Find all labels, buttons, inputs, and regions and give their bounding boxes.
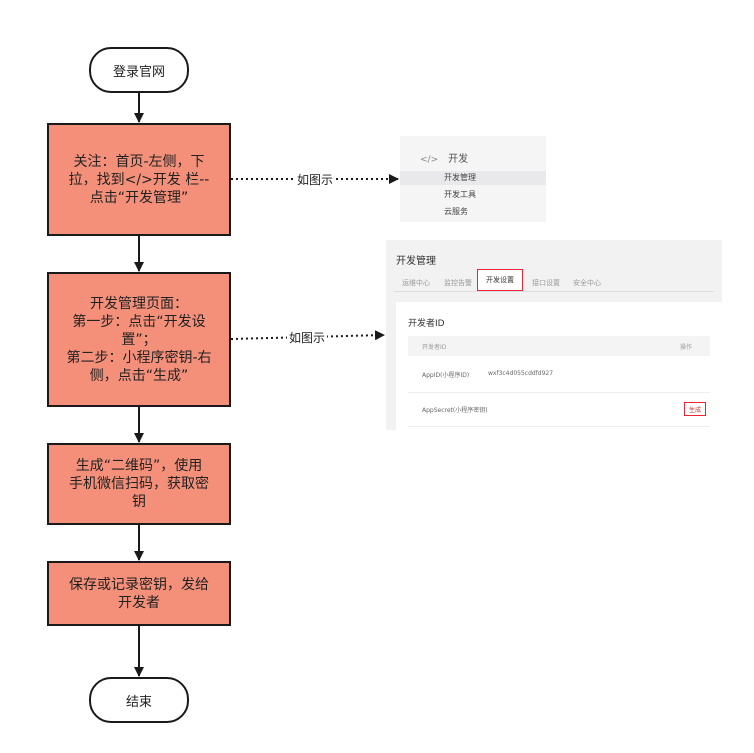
menu-item-cloud-service[interactable]: 云服务 xyxy=(444,207,468,216)
step1-line: 点击“开发管理” xyxy=(89,189,189,206)
start-terminal: 登录官网 xyxy=(89,47,189,93)
tab-api-settings[interactable]: 接口设置 xyxy=(532,279,560,287)
appid-value: wxf3c4d055cddfd927 xyxy=(488,370,554,377)
appsecret-label: AppSecret(小程序密钥) xyxy=(422,407,488,414)
header-action: 操作 xyxy=(680,344,693,351)
step3-line: 生成“二维码”，使用 xyxy=(75,458,203,474)
developer-id-table-header: 开发者ID 操作 xyxy=(408,336,710,356)
step2-line: 开发管理页面： xyxy=(90,295,188,312)
tab-dev-settings[interactable]: 开发设置 xyxy=(477,269,523,291)
dev-menu-title: 开发 xyxy=(448,154,469,165)
see-figure-label-2: 如图示 xyxy=(287,329,328,346)
step2-line: 置”； xyxy=(121,331,157,348)
step2-line: 侧，点击“生成” xyxy=(89,367,189,384)
dev-management-title: 开发管理 xyxy=(396,256,436,267)
tab-security-center[interactable]: 安全中心 xyxy=(573,279,601,287)
step2-line: 第一步：点击“开发设 xyxy=(72,313,206,330)
screenshot-dev-management: 开发管理 运维中心 监控告警 开发设置 接口设置 安全中心 开发者ID 开发者I… xyxy=(386,240,722,430)
step4-line: 开发者 xyxy=(118,594,160,611)
menu-item-dev-management[interactable]: 开发管理 xyxy=(400,171,546,185)
developer-id-section-title: 开发者ID xyxy=(408,319,445,329)
step4-line: 保存或记录密钥，发给 xyxy=(69,576,209,593)
tab-divider xyxy=(394,291,714,292)
generate-button[interactable]: 生成 xyxy=(684,402,706,416)
screenshot-dev-menu: </> 开发 开发管理 开发工具 云服务 xyxy=(400,136,546,222)
step1-line: 拉，找到</>开发 栏-- xyxy=(68,171,210,188)
step3-line: 钥 xyxy=(132,494,146,510)
step2-line: 第二步：小程序密钥-右 xyxy=(66,349,212,366)
step3-box: 生成“二维码”，使用 手机微信扫码，获取密 钥 xyxy=(47,443,231,525)
step4-box: 保存或记录密钥，发给 开发者 xyxy=(47,561,231,626)
tab-monitoring[interactable]: 监控告警 xyxy=(444,279,472,287)
step1-box: 关注：首页-左侧，下 拉，找到</>开发 栏-- 点击“开发管理” xyxy=(47,123,231,236)
header-developer-id: 开发者ID xyxy=(422,344,447,351)
tab-ops-center[interactable]: 运维中心 xyxy=(402,279,430,287)
row-divider xyxy=(408,392,710,393)
start-label: 登录官网 xyxy=(112,64,165,80)
step2-box: 开发管理页面： 第一步：点击“开发设 置”； 第二步：小程序密钥-右 侧，点击“… xyxy=(47,272,231,407)
code-icon: </> xyxy=(420,155,439,165)
row-divider xyxy=(408,426,710,427)
end-label: 结束 xyxy=(125,694,152,710)
step1-line: 关注：首页-左侧，下 xyxy=(73,153,205,170)
appid-label: AppID(小程序ID) xyxy=(422,372,470,379)
step3-line: 手机微信扫码，获取密 xyxy=(69,476,209,492)
menu-item-dev-tools[interactable]: 开发工具 xyxy=(444,190,476,199)
see-figure-label-1: 如图示 xyxy=(295,171,336,188)
developer-id-card: 开发者ID 开发者ID 操作 AppID(小程序ID) wxf3c4d055cd… xyxy=(396,302,722,430)
dev-menu-header: </> 开发 xyxy=(420,150,468,165)
end-terminal: 结束 xyxy=(89,677,189,723)
